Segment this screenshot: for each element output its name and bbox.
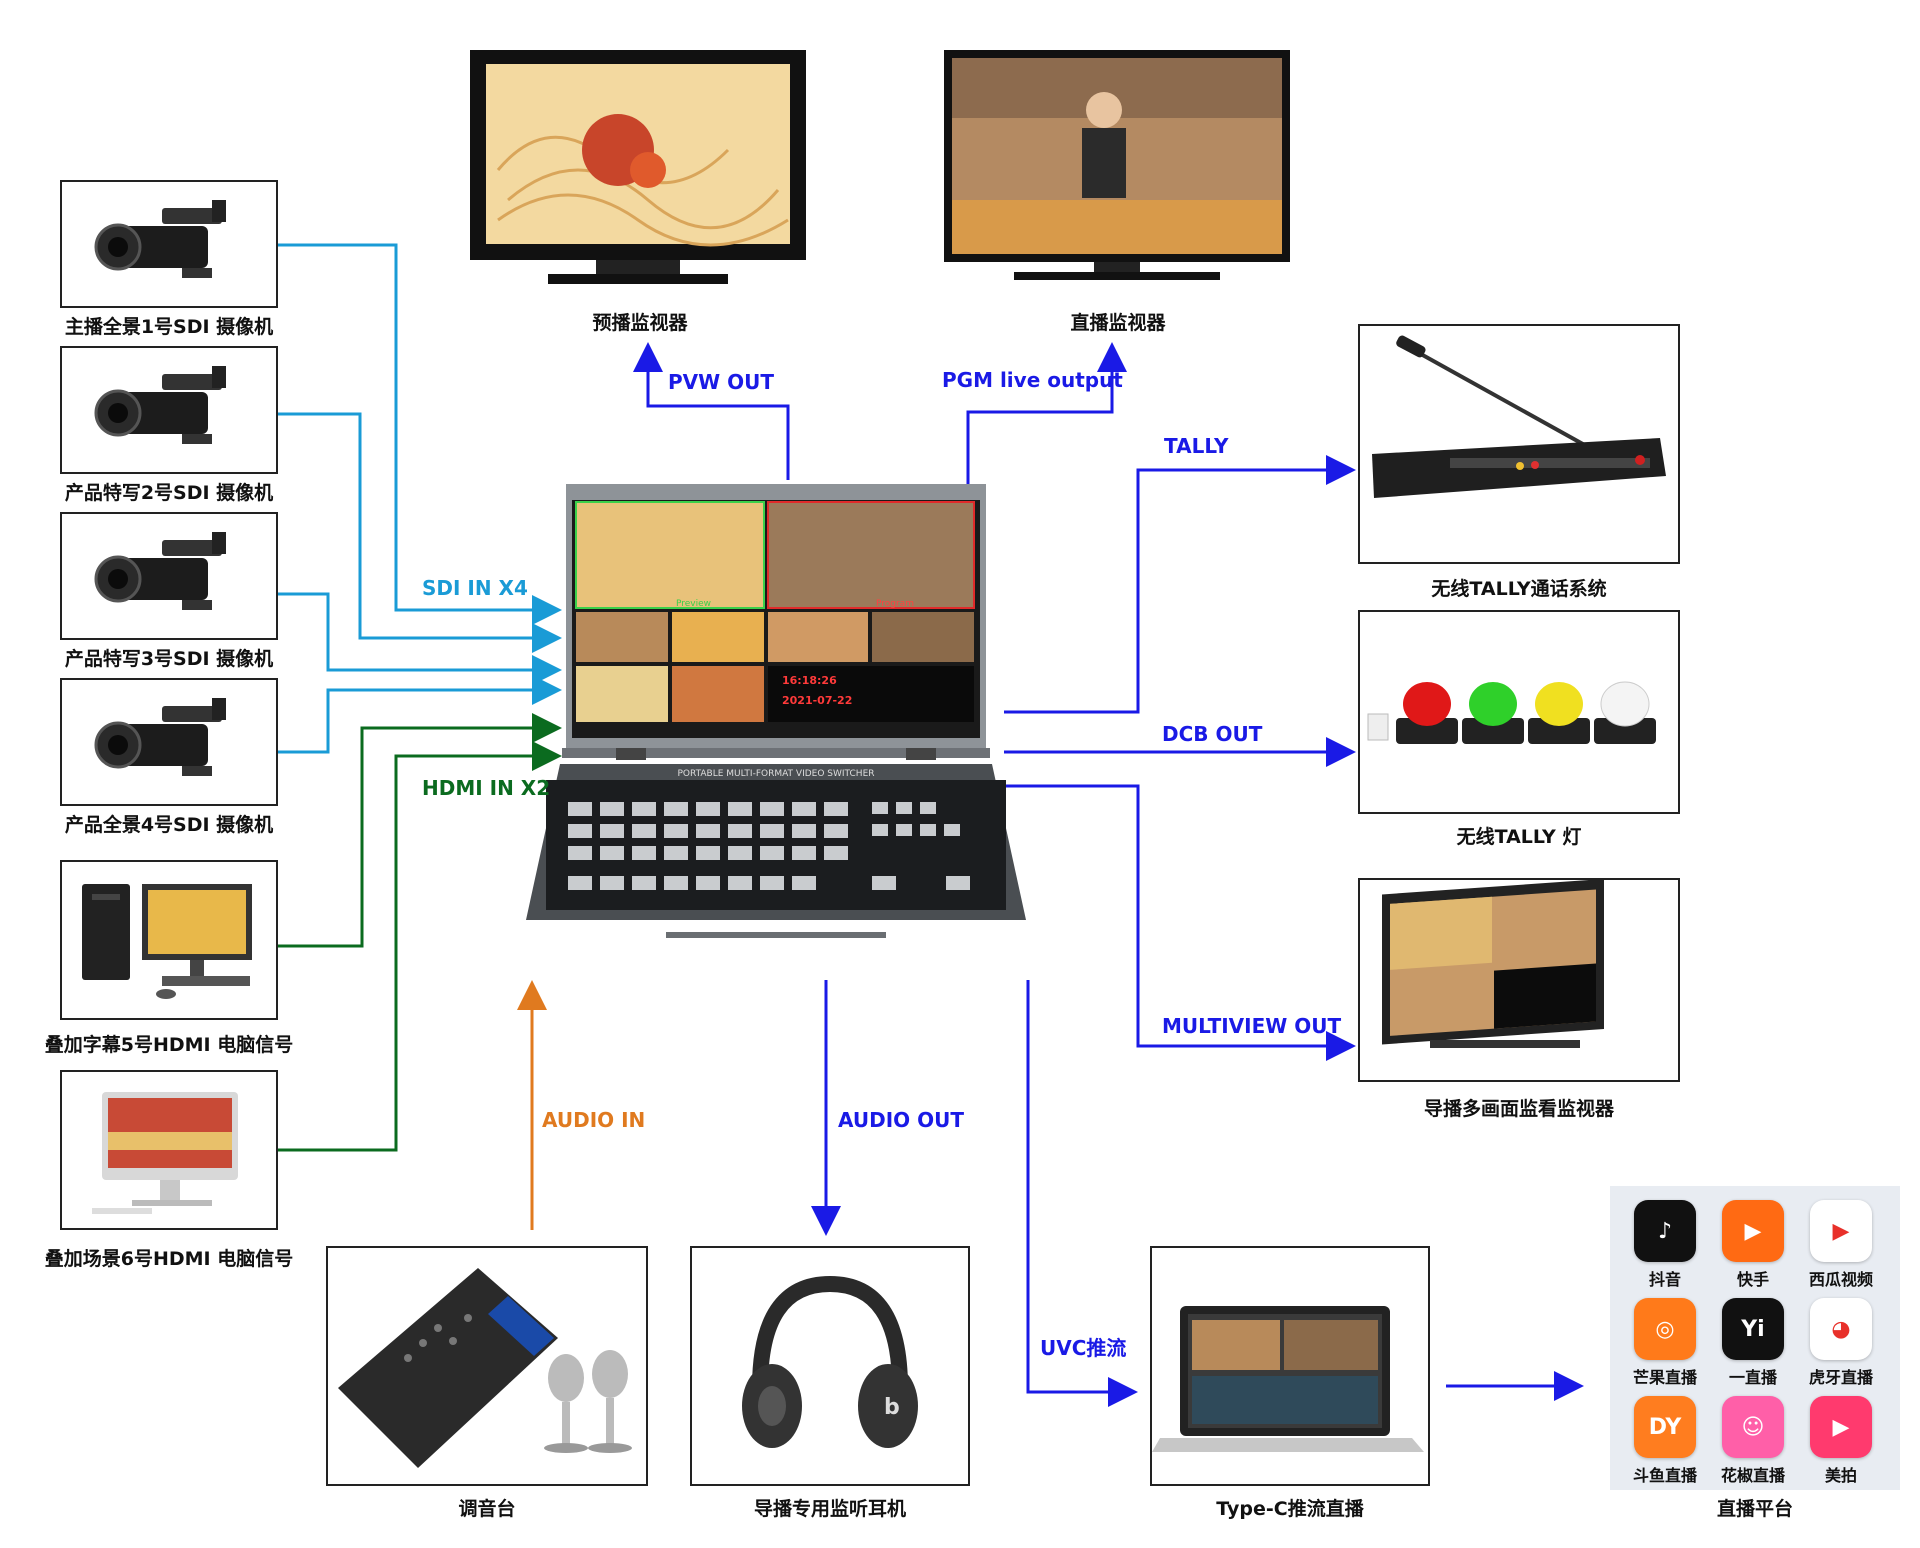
app-icon: ♪	[1657, 1218, 1673, 1244]
audio-in-label: AUDIO IN	[542, 1108, 646, 1132]
camera-3-caption: 产品特写3号SDI 摄像机	[64, 648, 274, 670]
pgm-out-label: PGM live output	[942, 368, 1123, 392]
monitor-icon	[1382, 878, 1604, 1048]
microphone-icon	[544, 1350, 632, 1453]
multiview-out-label: MULTIVIEW OUT	[1162, 1014, 1342, 1038]
pvw-out-label: PVW OUT	[668, 370, 775, 394]
platform-app-label: 西瓜视频	[1808, 1270, 1873, 1289]
camera-3-box	[60, 512, 278, 640]
camera-4-box	[60, 678, 278, 806]
platform-app-6: ◕	[1810, 1298, 1872, 1360]
tally-system-caption: 无线TALLY通话系统	[1431, 578, 1607, 600]
desktop-pc-icon	[82, 884, 252, 999]
camera-1-caption: 主播全景1号SDI 摄像机	[64, 316, 274, 338]
app-icon: ☺	[1741, 1414, 1765, 1440]
platform-app-2: ▶	[1722, 1200, 1784, 1262]
platform-caption: 直播平台	[1716, 1498, 1793, 1520]
program-monitor	[944, 50, 1290, 286]
platform-app-9: ▶	[1810, 1396, 1872, 1458]
screen-time: 16:18:26	[782, 674, 837, 687]
multiview-monitor-caption: 导播多画面监看监视器	[1423, 1098, 1614, 1120]
platform-app-label: 斗鱼直播	[1632, 1466, 1697, 1485]
platform-app-8: ☺	[1722, 1396, 1784, 1458]
svg-text:b: b	[884, 1395, 900, 1420]
app-icon: ▶	[1832, 1414, 1850, 1440]
platform-app-label: 快手	[1736, 1270, 1769, 1289]
audio-mixer-box	[326, 1246, 648, 1486]
tally-label: TALLY	[1164, 434, 1229, 458]
platform-app-4: ◎	[1634, 1298, 1696, 1360]
camera-4-caption: 产品全景4号SDI 摄像机	[64, 814, 274, 836]
camcorder-icon	[94, 366, 226, 444]
platform-app-label: 一直播	[1728, 1368, 1777, 1387]
camera-2-box	[60, 346, 278, 474]
monitor-icon	[944, 50, 1290, 280]
monitor-icon	[470, 50, 806, 284]
typec-caption: Type-C推流直播	[1216, 1498, 1364, 1520]
app-icon: ◎	[1655, 1316, 1675, 1342]
audio-mixer-caption: 调音台	[458, 1498, 516, 1520]
app-icon: Yi	[1741, 1316, 1765, 1342]
panel-title: PORTABLE MULTI-FORMAT VIDEO SWITCHER	[677, 769, 874, 779]
program-tag: Program	[876, 599, 914, 609]
camera-1-box	[60, 180, 278, 308]
pc-5-box	[60, 860, 278, 1020]
app-icon: ◕	[1831, 1316, 1851, 1342]
preview-monitor-caption: 预播监视器	[592, 312, 688, 334]
app-icon: DY	[1648, 1414, 1682, 1440]
platform-app-label: 抖音	[1648, 1270, 1681, 1289]
mixer-icon	[338, 1268, 632, 1468]
hdmi-in-label: HDMI IN X2	[422, 776, 551, 800]
output-wires	[633, 342, 1584, 1407]
hdmi-wires	[278, 713, 562, 1152]
app-icon: ▶	[1744, 1218, 1762, 1244]
typec-laptop-box	[1150, 1246, 1430, 1486]
platform-panel: ♪ 抖音 ▶ 快手 ▶ 西瓜视频 ◎ 芒果直播 Yi 一直播 ◕ 虎牙直播 DY 斗鱼直播 ☺ 花椒直播 ▶ 美拍	[1610, 1186, 1900, 1490]
screen-date: 2021-07-22	[782, 694, 852, 707]
switcher-device: 16:18:26 2021-07-22 Preview Program PORT…	[526, 484, 1026, 938]
pc-6-box	[60, 1070, 278, 1230]
headphones-box: b	[690, 1246, 970, 1486]
audio-out-label: AUDIO OUT	[838, 1108, 964, 1132]
all-in-one-pc-icon	[92, 1092, 238, 1214]
platform-app-label: 花椒直播	[1720, 1466, 1785, 1485]
preview-tag: Preview	[676, 599, 711, 609]
program-monitor-caption: 直播监视器	[1070, 312, 1166, 334]
uvc-label: UVC推流	[1040, 1336, 1127, 1360]
camcorder-icon	[94, 200, 226, 278]
camera-2-caption: 产品特写2号SDI 摄像机	[64, 482, 274, 504]
laptop-icon	[1152, 1306, 1424, 1452]
sdi-wires	[278, 243, 562, 754]
tally-lights-caption: 无线TALLY 灯	[1456, 826, 1582, 848]
preview-monitor	[468, 50, 808, 290]
camcorder-icon	[94, 532, 226, 610]
platform-app-3: ▶	[1810, 1200, 1872, 1262]
sdi-in-label: SDI IN X4	[422, 576, 528, 600]
dcb-out-label: DCB OUT	[1162, 722, 1263, 746]
tally-lamps-icon	[1367, 681, 1656, 744]
platform-app-7: DY	[1634, 1396, 1696, 1458]
app-icon: ▶	[1832, 1218, 1850, 1244]
headphones-caption: 导播专用监听耳机	[753, 1498, 906, 1520]
tally-lights-box	[1358, 610, 1680, 814]
pc-5-caption: 叠加字幕5号HDMI 电脑信号	[44, 1034, 294, 1056]
intercom-unit-icon	[1372, 335, 1666, 498]
camcorder-icon	[94, 698, 226, 776]
tally-system-box	[1358, 324, 1680, 564]
pc-6-caption: 叠加场景6号HDMI 电脑信号	[44, 1248, 294, 1270]
platform-app-1: ♪	[1634, 1200, 1696, 1262]
platform-app-label: 芒果直播	[1632, 1368, 1697, 1387]
platform-app-label: 美拍	[1824, 1466, 1857, 1485]
platform-app-label: 虎牙直播	[1808, 1368, 1873, 1387]
video-switcher: 16:18:26 2021-07-22 Preview Program PORT…	[526, 480, 1026, 970]
platform-app-5: Yi	[1722, 1298, 1784, 1360]
headphones-icon: b	[742, 1275, 918, 1448]
multiview-monitor-box	[1358, 878, 1680, 1082]
